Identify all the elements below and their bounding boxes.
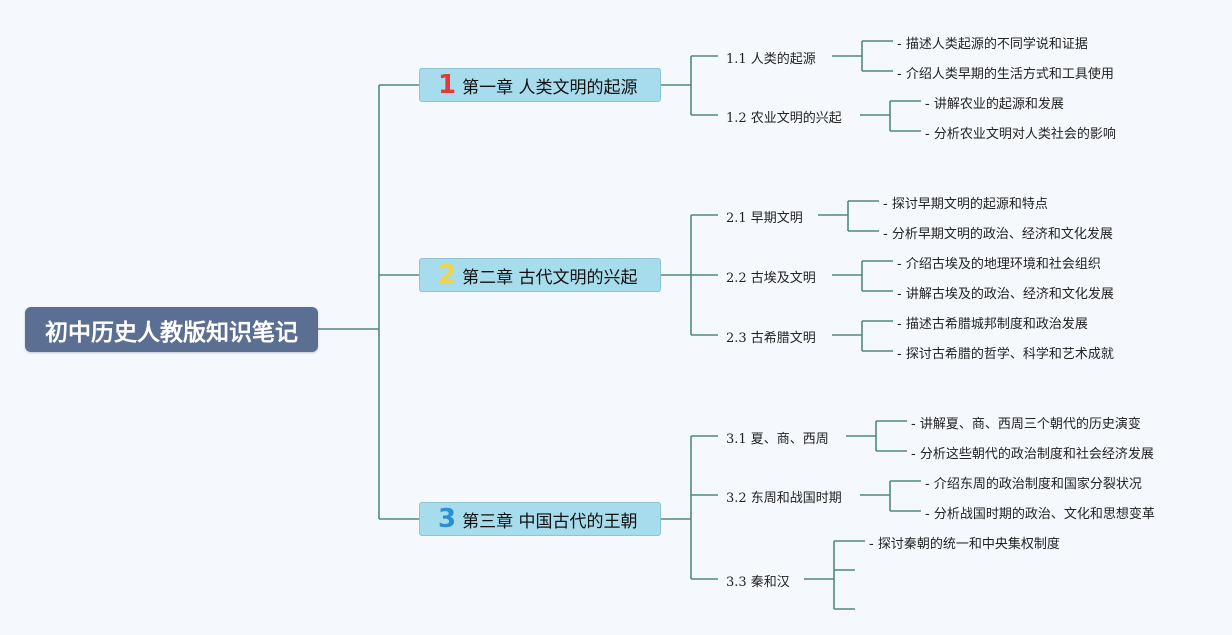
chapter-number-icon: 1 [438, 70, 457, 100]
topic-node[interactable]: - 介绍古埃及的地理环境和社会组织 [897, 257, 1101, 272]
topic-node[interactable]: - 分析早期文明的政治、经济和文化发展 [883, 227, 1113, 242]
section-node[interactable]: 1.1 人类的起源 [726, 52, 816, 67]
chapter-number-icon: 3 [438, 504, 457, 534]
chapter-number-icon: 2 [438, 260, 457, 290]
chapter-node-2[interactable]: 2 第二章 古代文明的兴起 [419, 258, 661, 292]
topic-node[interactable]: - 讲解古埃及的政治、经济和文化发展 [897, 287, 1114, 302]
topic-node[interactable]: - 探讨秦朝的统一和中央集权制度 [869, 537, 1060, 552]
chapter-node-3[interactable]: 3 第三章 中国古代的王朝 [419, 502, 661, 536]
topic-node[interactable]: - 介绍人类早期的生活方式和工具使用 [897, 67, 1114, 82]
root-title: 初中历史人教版知识笔记 [45, 319, 298, 346]
chapter-node-1[interactable]: 1 第一章 人类文明的起源 [419, 68, 661, 102]
topic-node[interactable]: - 介绍东周的政治制度和国家分裂状况 [925, 477, 1142, 492]
topic-node[interactable]: - 分析战国时期的政治、文化和思想变革 [925, 507, 1155, 522]
topic-node[interactable]: - 探讨古希腊的哲学、科学和艺术成就 [897, 347, 1114, 362]
section-node[interactable]: 3.1 夏、商、西周 [726, 432, 829, 447]
topic-node[interactable]: - 描述人类起源的不同学说和证据 [897, 37, 1088, 52]
chapter-title: 第一章 人类文明的起源 [462, 77, 638, 98]
topic-node[interactable]: - 讲解农业的起源和发展 [925, 97, 1064, 112]
root-node[interactable]: 初中历史人教版知识笔记 [25, 307, 318, 352]
topic-node[interactable]: - 分析农业文明对人类社会的影响 [925, 127, 1116, 142]
chapter-title: 第二章 古代文明的兴起 [462, 267, 638, 288]
topic-node[interactable]: - 分析这些朝代的政治制度和社会经济发展 [911, 447, 1154, 462]
section-node[interactable]: 1.2 农业文明的兴起 [726, 111, 842, 126]
topic-node[interactable]: - 描述古希腊城邦制度和政治发展 [897, 317, 1088, 332]
section-node[interactable]: 3.2 东周和战国时期 [726, 491, 842, 506]
section-node[interactable]: 2.2 古埃及文明 [726, 271, 816, 286]
section-node[interactable]: 2.1 早期文明 [726, 211, 803, 226]
chapter-title: 第三章 中国古代的王朝 [462, 511, 638, 532]
section-node[interactable]: 2.3 古希腊文明 [726, 331, 816, 346]
topic-node[interactable]: - 讲解夏、商、西周三个朝代的历史演变 [911, 417, 1141, 432]
section-node[interactable]: 3.3 秦和汉 [726, 575, 790, 590]
topic-node[interactable]: - 探讨早期文明的起源和特点 [883, 197, 1048, 212]
